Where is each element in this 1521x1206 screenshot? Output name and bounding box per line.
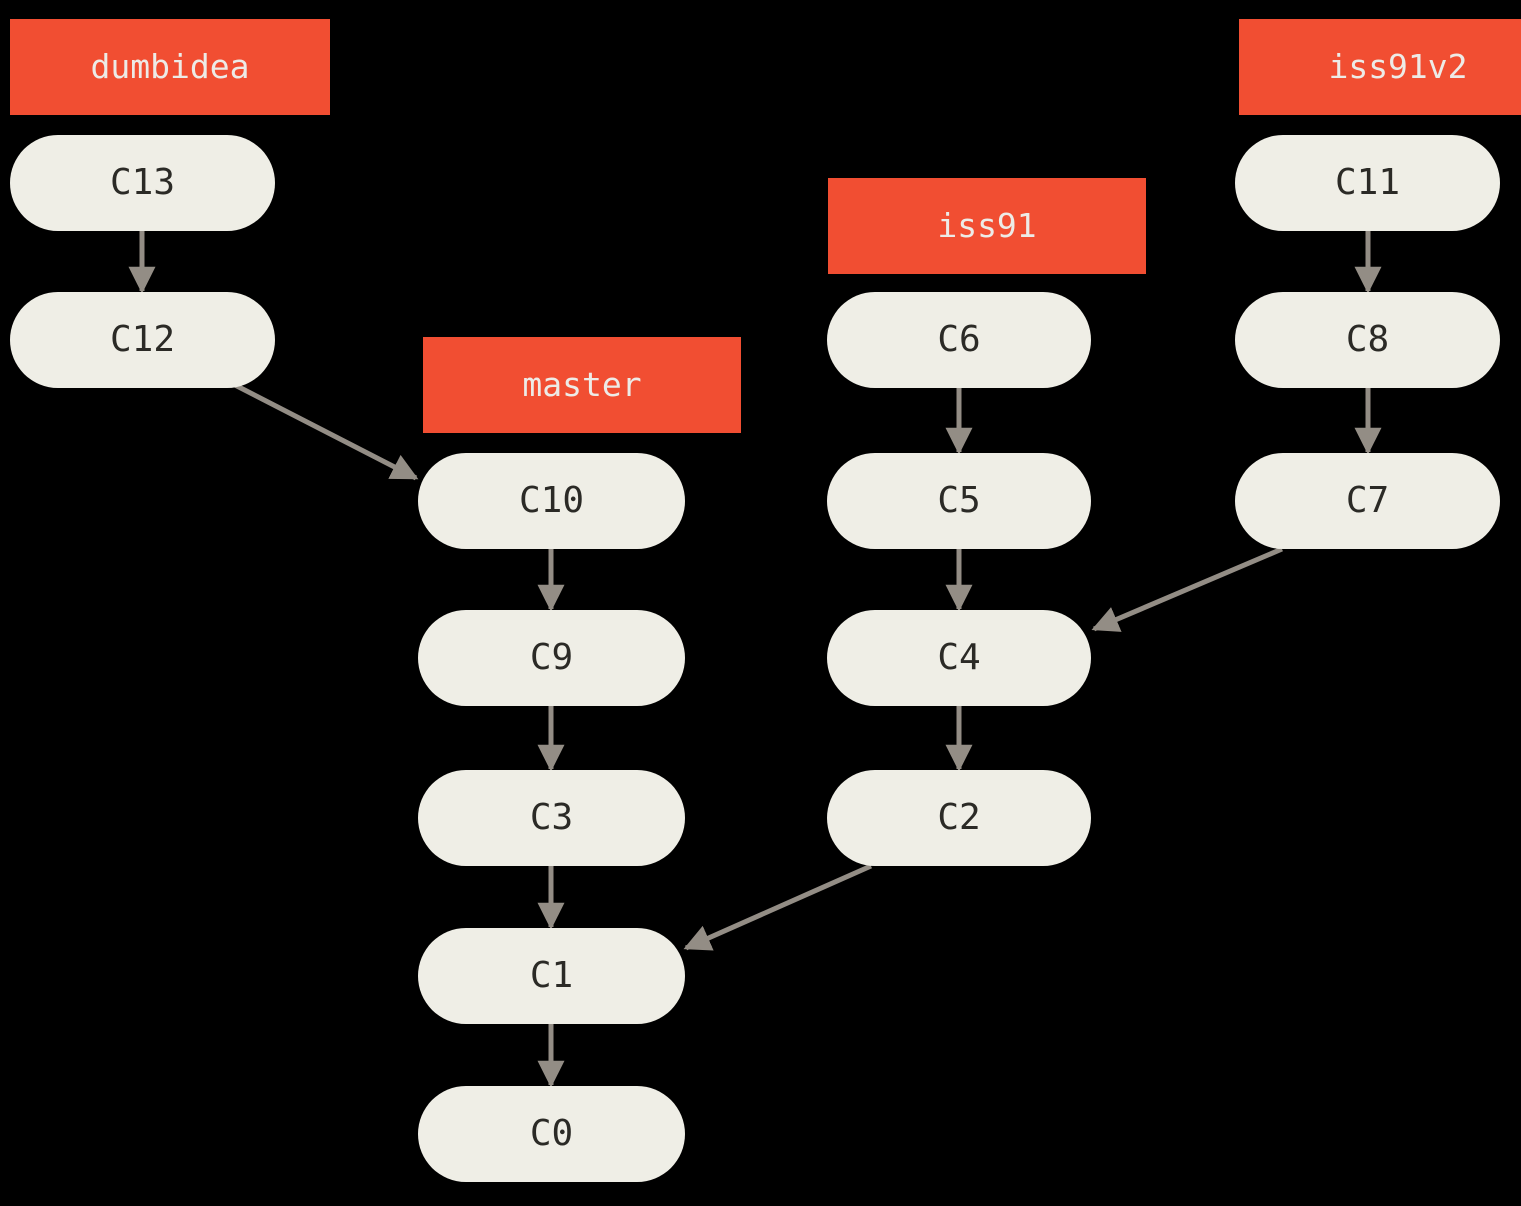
commit-node-C9: C9 xyxy=(418,610,685,706)
commit-node-C5: C5 xyxy=(827,453,1091,549)
commit-node-C4: C4 xyxy=(827,610,1091,706)
edge-C2-C1 xyxy=(683,863,873,951)
edge-C7-C4 xyxy=(1091,546,1283,632)
branch-label-iss91: iss91 xyxy=(828,178,1146,274)
commit-node-C11: C11 xyxy=(1235,135,1500,231)
edge-C12-C10 xyxy=(231,381,419,481)
commit-node-C7: C7 xyxy=(1235,453,1500,549)
commit-node-C1: C1 xyxy=(418,928,685,1024)
commit-node-C6: C6 xyxy=(827,292,1091,388)
commit-node-C0: C0 xyxy=(418,1086,685,1182)
commit-node-C13: C13 xyxy=(10,135,275,231)
branch-label-master: master xyxy=(423,337,741,433)
branch-label-iss91v2: iss91v2 xyxy=(1239,19,1521,115)
branch-label-dumbidea: dumbidea xyxy=(10,19,330,115)
commit-node-C8: C8 xyxy=(1235,292,1500,388)
commit-node-C12: C12 xyxy=(10,292,275,388)
commit-node-C3: C3 xyxy=(418,770,685,866)
commit-node-C10: C10 xyxy=(418,453,685,549)
commit-node-C2: C2 xyxy=(827,770,1091,866)
